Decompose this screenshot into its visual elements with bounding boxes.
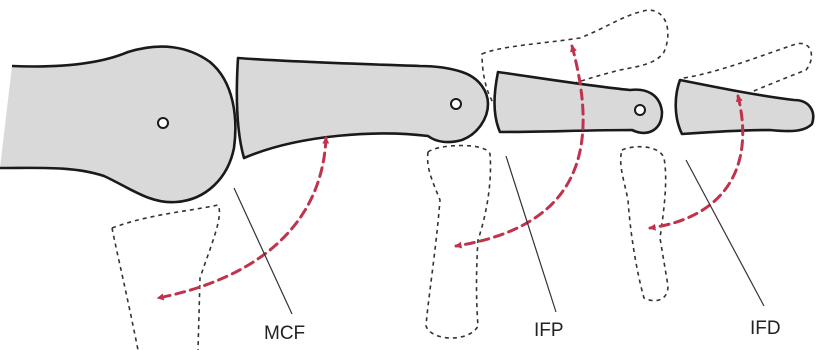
metacarpal-joint-pivot [158, 118, 168, 128]
ifd-label: IFD [750, 318, 781, 339]
ifp-leader-line [506, 156, 556, 312]
mcf-label: MCF [264, 323, 305, 344]
metacarpal-bone [0, 47, 235, 203]
proximal-phalanx-bone [237, 58, 488, 158]
middle-phalanx-flexed-outline [621, 147, 668, 301]
proximal-joint-pivot [451, 99, 461, 109]
ifp-label: IFP [534, 320, 564, 341]
middle-joint-pivot [635, 105, 645, 115]
ifd-leader-line [686, 160, 764, 306]
metacarpal-flexed-outline [112, 205, 219, 350]
distal-phalanx-bone [676, 80, 813, 134]
mcf-leader-line [234, 188, 292, 314]
